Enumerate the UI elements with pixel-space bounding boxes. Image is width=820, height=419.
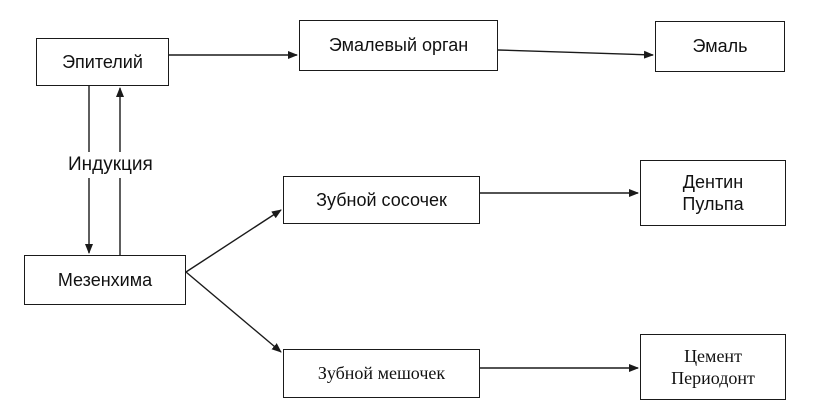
node-dental-papilla: Зубной сосочек xyxy=(283,176,480,224)
node-mesenchyme: Мезенхима xyxy=(24,255,186,305)
node-cement-periodontium-line-1: Цемент xyxy=(684,345,742,366)
node-dental-sac: Зубной мешочек xyxy=(283,349,480,398)
node-dental-papilla-line-1: Зубной сосочек xyxy=(316,189,447,210)
edge-mesenchyme-to-dental-papilla xyxy=(185,209,282,273)
node-dentin-pulp-line-1: Дентин xyxy=(682,171,744,192)
node-epithelium-line-1: Эпителий xyxy=(62,51,143,72)
edge-mesenchyme-to-dental-sac xyxy=(185,271,282,353)
edge-enamel-organ-to-enamel xyxy=(497,49,654,59)
node-epithelium: Эпителий xyxy=(36,38,169,86)
node-cement-periodontium: Цемент Периодонт xyxy=(640,334,786,400)
node-enamel: Эмаль xyxy=(655,21,785,72)
node-enamel-line-1: Эмаль xyxy=(692,36,748,57)
node-enamel-organ-line-1: Эмалевый орган xyxy=(328,35,469,56)
node-dentin-pulp: Дентин Пульпа xyxy=(640,160,786,226)
node-dentin-pulp-line-2: Пульпа xyxy=(682,194,744,214)
node-enamel-organ: Эмалевый орган xyxy=(299,20,498,71)
node-cement-periodontium-line-2: Периодонт xyxy=(671,368,755,388)
node-dental-sac-line-1: Зубной мешочек xyxy=(317,363,446,384)
induction-label: Индукция xyxy=(64,152,157,178)
node-mesenchyme-line-1: Мезенхима xyxy=(57,269,153,290)
